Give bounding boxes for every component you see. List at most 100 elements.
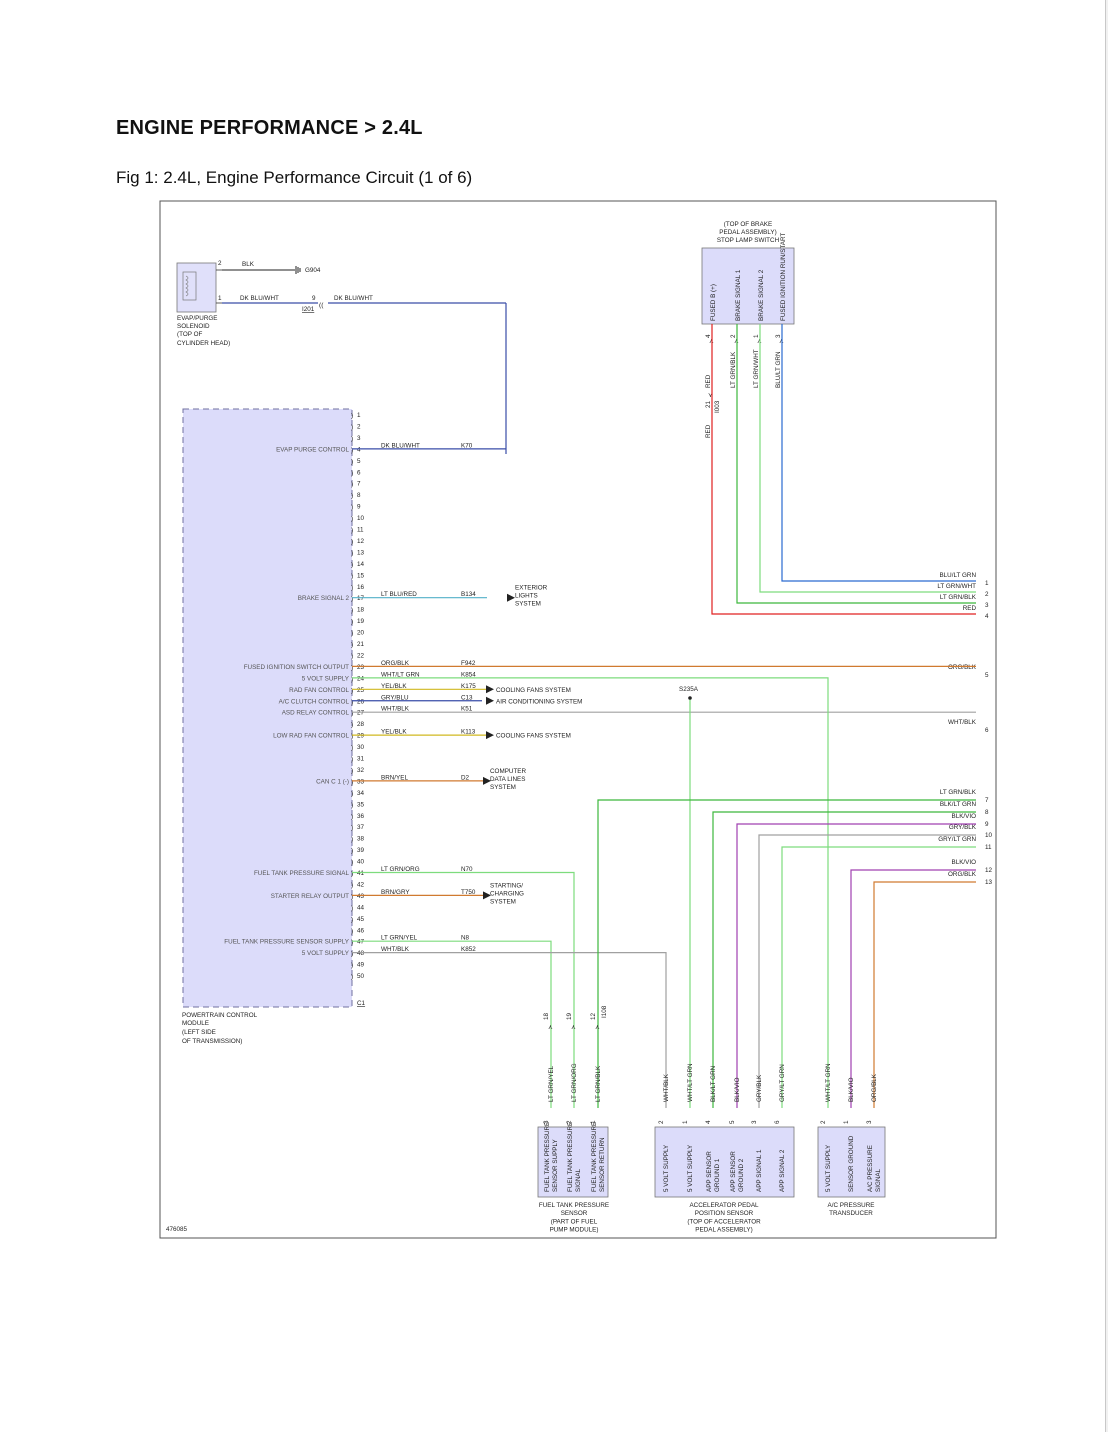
pcm-pin-42: 42 — [357, 881, 365, 888]
right-wire-label: RED — [963, 605, 977, 612]
pcm-pin-bracket: ) — [351, 573, 353, 580]
right-wire-label: BLK/VIO — [952, 859, 977, 866]
app-sensor-pin-name: APP SIGNAL 1 — [756, 1149, 763, 1192]
pcm-pin-47: 47 — [357, 939, 365, 946]
wire-org-blk-ac — [873, 881, 976, 1108]
ac-transducer-label: A/C PRESSURE — [828, 1202, 875, 1209]
fuel-tank-sensor-box — [537, 1126, 609, 1198]
pcm-pin-bracket: ) — [351, 424, 353, 431]
pcm-wire-color-label: LT BLU/RED — [381, 591, 417, 598]
ac-transducer-box — [817, 1126, 886, 1198]
app-sensor-pin-number: 3 — [751, 1120, 758, 1124]
pcm-pin-bracket: ) — [351, 527, 353, 534]
pcm-pin-bracket: ) — [351, 836, 353, 843]
pcm-pin-bracket: ) — [351, 516, 353, 523]
right-wire-label: ORG/BLK — [948, 664, 977, 671]
pcm-circuit-label: D2 — [461, 774, 470, 781]
app-sensor-pin-name: GROUND 1 — [714, 1158, 721, 1192]
stop-lamp-pin-number: 4 — [705, 334, 712, 338]
pcm-pin-bracket: ) — [351, 813, 353, 820]
pcm-pin-bracket: ) — [351, 538, 353, 545]
ac-transducer-pin-name: 5 VOLT SUPPLY — [825, 1144, 832, 1192]
arrow-right-icon — [483, 776, 491, 785]
pcm-pin-bracket: ) — [351, 642, 353, 649]
right-pin-number: 5 — [985, 672, 989, 679]
pcm-pin-bracket: ) — [351, 962, 353, 969]
right-wire-label: LT GRN/BLK — [940, 594, 977, 601]
ground-label: G904 — [305, 267, 321, 274]
right-pin-number: 8 — [985, 809, 989, 816]
pcm-pin-21: 21 — [357, 641, 365, 648]
pcm-pin-bracket: ) — [351, 435, 353, 442]
pcm-pin-bracket: ) — [351, 871, 353, 878]
figure-caption: Fig 1: 2.4L, Engine Performance Circuit … — [116, 168, 473, 187]
solenoid-icon — [182, 271, 197, 301]
pcm-signal-label: BRAKE SIGNAL 2 — [298, 595, 350, 602]
app-sensor-wire-label: BLK/VIO — [734, 1077, 741, 1102]
evap-pin1: 1 — [218, 295, 222, 302]
right-pin-number: 4 — [985, 613, 989, 620]
pcm-pin-46: 46 — [357, 927, 365, 934]
pcm-pin-bracket: ) — [351, 848, 353, 855]
right-pin-number: 9 — [985, 821, 989, 828]
pcm-wire-color-label: BRN/YEL — [381, 774, 408, 781]
app-sensor-label: ACCELERATOR PEDAL — [689, 1202, 759, 1209]
pcm-pin-2: 2 — [357, 423, 361, 430]
pcm-pin-30: 30 — [357, 744, 365, 751]
pcm-pin-7: 7 — [357, 481, 361, 488]
pcm-pin-11: 11 — [357, 527, 364, 534]
destination-label: COOLING FANS SYSTEM — [496, 687, 571, 694]
pcm-pin-bracket: ) — [351, 687, 353, 694]
pcm-pin-8: 8 — [357, 492, 361, 499]
app-sensor-wire-label: WHT/LT GRN — [687, 1063, 694, 1102]
pcm-pin-bracket: ) — [351, 504, 353, 511]
fuel-tank-sensor-wire-label: LT GRN/ORG — [571, 1063, 578, 1102]
connector-chevron-icon: ⋏ — [595, 1024, 600, 1031]
pcm-circuit-label: K175 — [461, 683, 476, 690]
pcm-pin-bracket: ) — [351, 607, 353, 614]
pcm-pin-24: 24 — [357, 675, 365, 682]
pcm-pin-bracket: ) — [351, 767, 353, 774]
destination-label: COMPUTER — [490, 768, 526, 775]
diagram-frame — [159, 200, 997, 1239]
wire-blu-lt-grn — [781, 324, 976, 582]
wire-lt-grn-wht — [759, 324, 976, 593]
i201-pin: 9 — [312, 295, 316, 302]
pcm-pin-bracket: ) — [351, 470, 353, 477]
pcm-pin-36: 36 — [357, 813, 365, 820]
pcm-pin-10: 10 — [357, 515, 365, 522]
pcm-pin-bracket: ) — [351, 481, 353, 488]
pcm-pin-15: 15 — [357, 572, 365, 579]
right-wire-label: GRY/LT GRN — [938, 836, 976, 843]
pcm-pin-35: 35 — [357, 801, 365, 808]
wire-gry-blk — [758, 834, 976, 1108]
pcm-pin-bracket: ) — [351, 974, 353, 981]
app-sensor-pin-number: 2 — [658, 1120, 665, 1124]
pcm-pin-41: 41 — [357, 870, 365, 877]
fuel-tank-sensor-pin-name: FUEL TANK PRESSURE — [567, 1122, 574, 1192]
evap-pin2: 2 — [218, 260, 222, 267]
connector-chevron-icon: ⋎ — [708, 392, 713, 399]
arrow-right-icon — [507, 593, 515, 602]
stop-lamp-label-2: PEDAL ASSEMBLY) — [719, 229, 776, 236]
wire-fuel-tank-supply — [352, 940, 552, 1108]
pcm-pin-bracket: ) — [351, 790, 353, 797]
app-sensor-pin-name: 5 VOLT SUPPLY — [663, 1144, 670, 1192]
fuel-tank-sensor-label: PUMP MODULE) — [550, 1227, 599, 1234]
pcm-pin-bracket: ) — [351, 630, 353, 637]
pcm-circuit-label: K113 — [461, 729, 476, 736]
stop-lamp-pin-name: FUSED B (+) — [710, 284, 717, 321]
pcm-pin-12: 12 — [357, 538, 365, 545]
pcm-pin-49: 49 — [357, 962, 365, 969]
pcm-pin-bracket: ) — [351, 859, 353, 866]
pcm-pin-bracket: ) — [351, 550, 353, 557]
destination-label: EXTERIOR — [515, 585, 548, 592]
right-pin-number: 6 — [985, 727, 989, 734]
fuel-tank-sensor-pin-name: FUEL TANK PRESSURE — [544, 1122, 551, 1192]
pcm-signal-label: A/C CLUTCH CONTROL — [279, 698, 350, 705]
pcm-pin-1: 1 — [357, 412, 361, 419]
wire-5v-supply-splice — [352, 677, 829, 1108]
destination-label: AIR CONDITIONING SYSTEM — [496, 698, 582, 705]
pcm-pin-29: 29 — [357, 733, 365, 740]
ac-transducer-wire-label: WHT/LT GRN — [825, 1063, 832, 1102]
